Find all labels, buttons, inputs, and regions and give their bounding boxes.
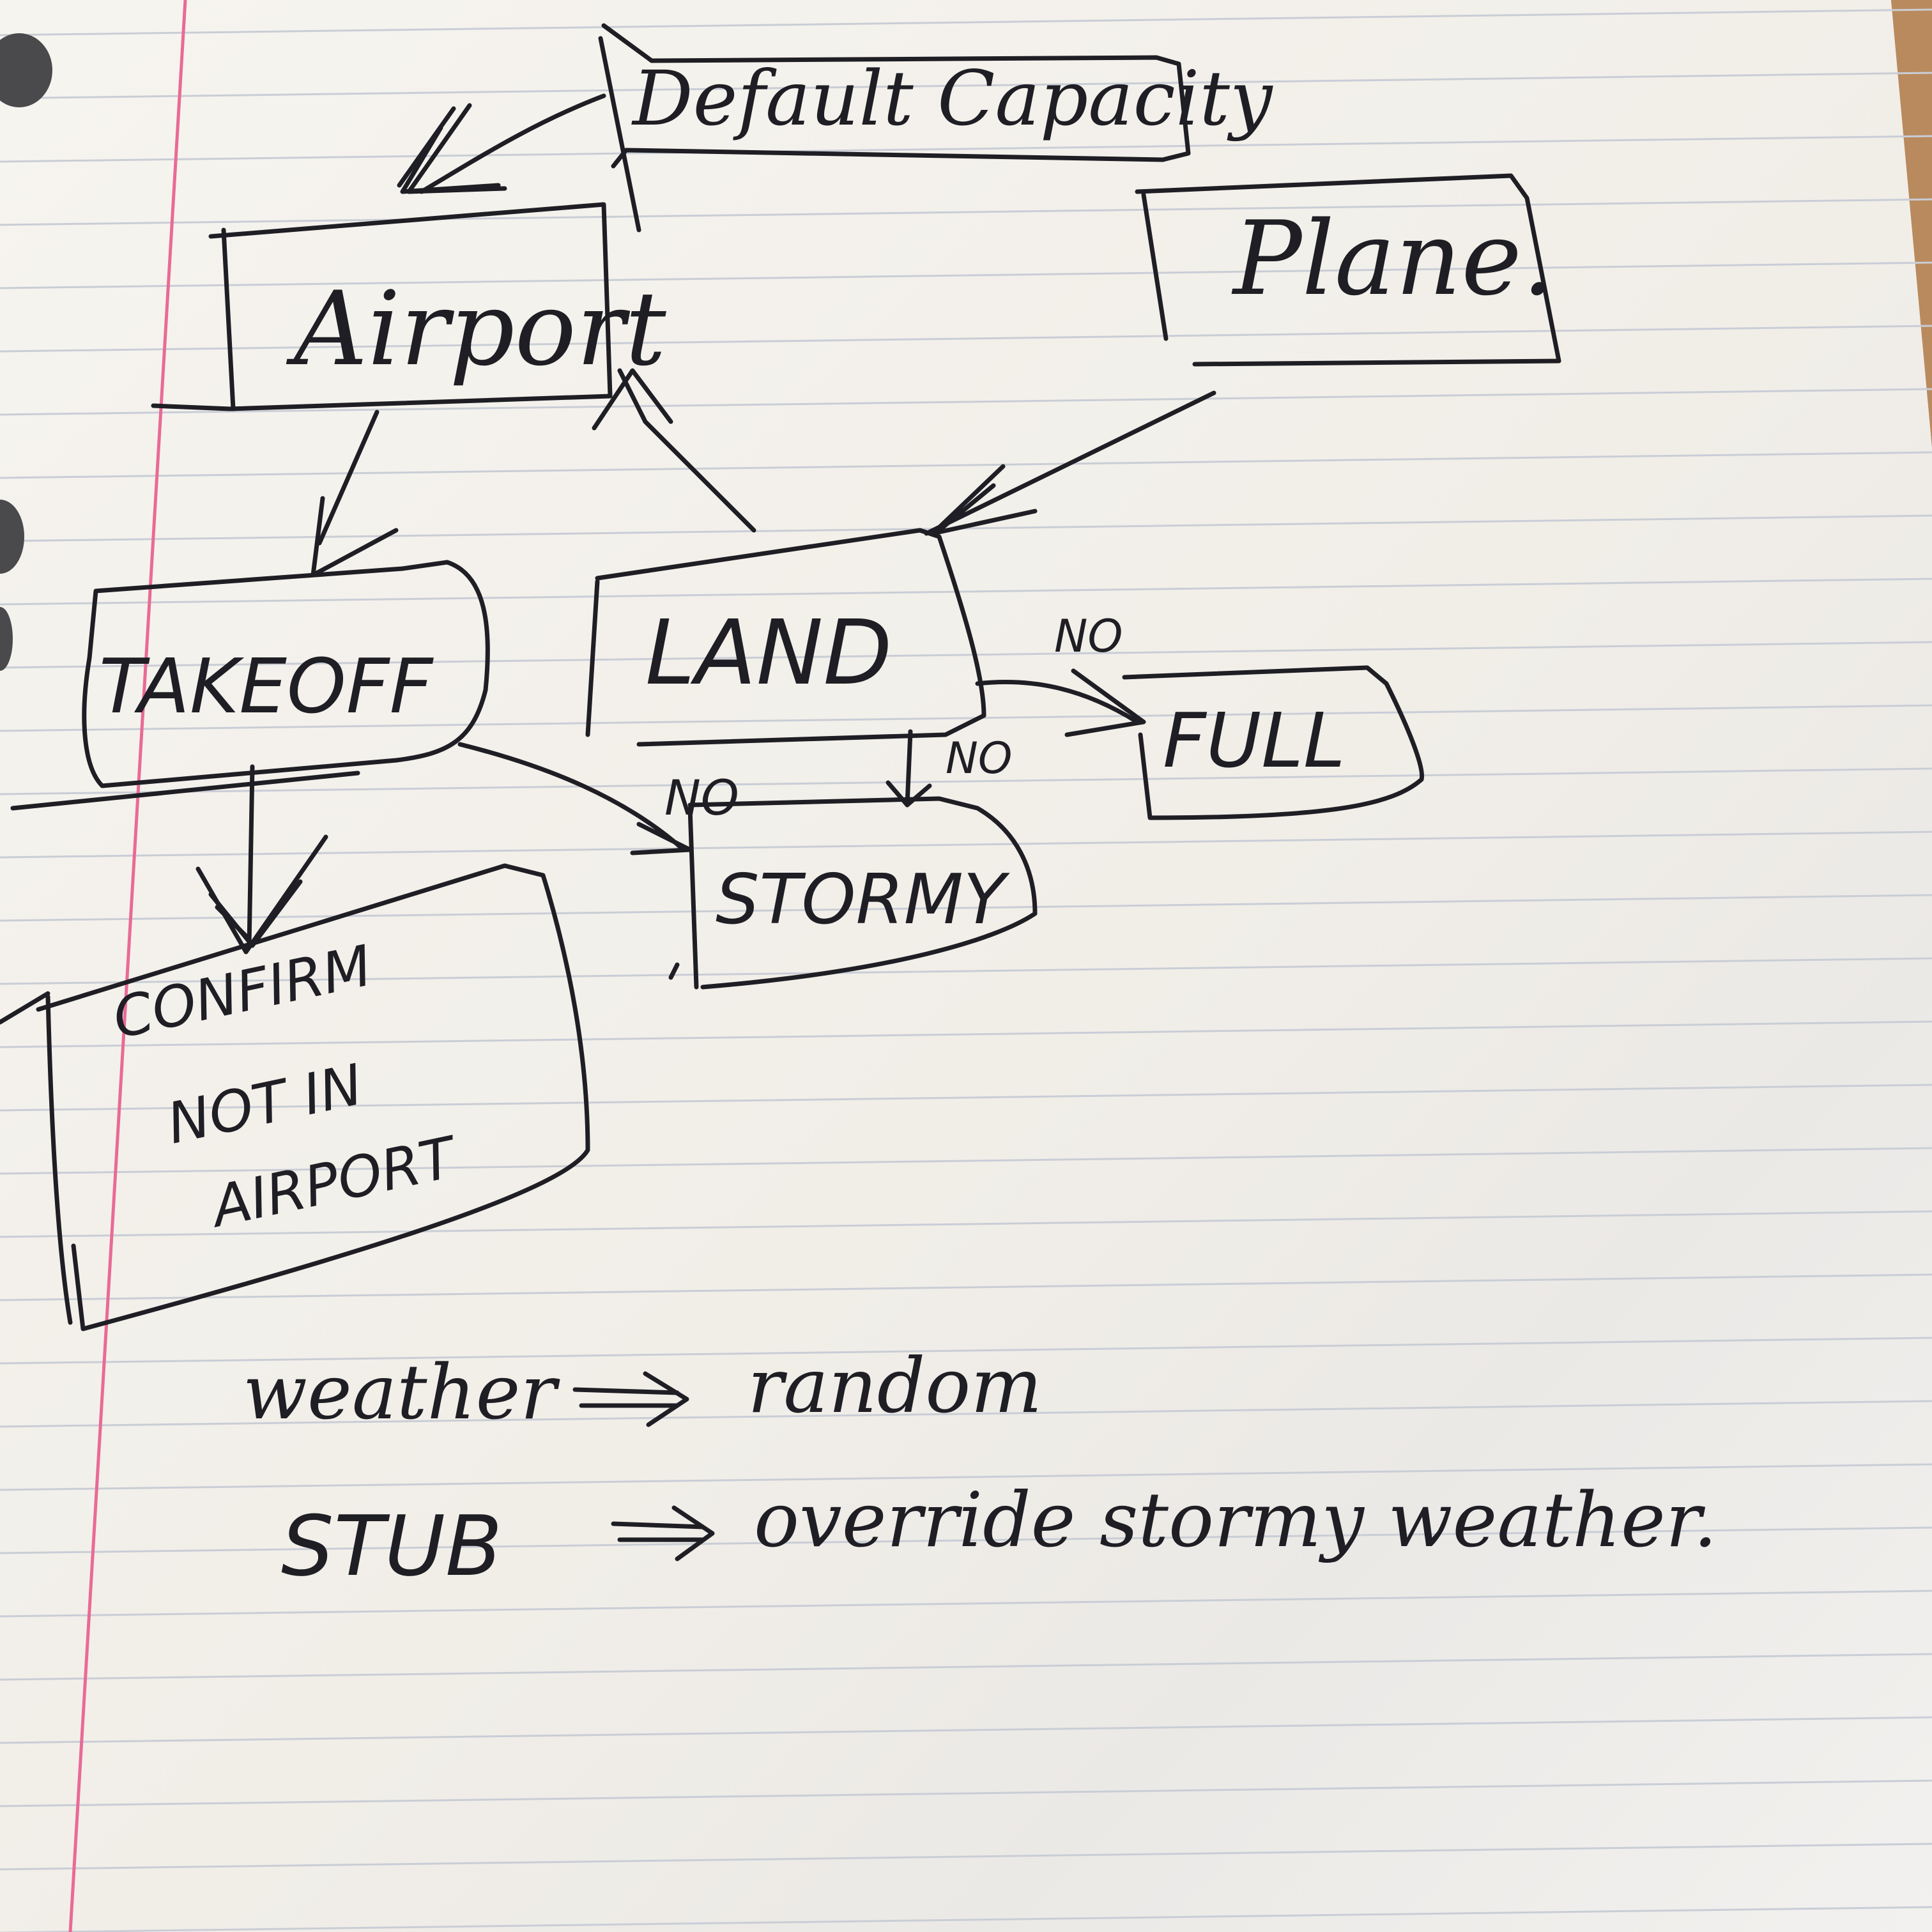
ruled-line [0,1526,1932,1554]
ruled-line [0,198,1932,226]
plane-node: Plane. [1135,173,1561,367]
ruled-line [0,8,1932,36]
ruled-line [0,72,1932,100]
ruled-line [0,1463,1932,1491]
table-edge [1891,0,1932,447]
ruled-line [0,1020,1932,1048]
ruled-line [0,1273,1932,1301]
full-node: FULL [1122,665,1425,820]
ruled-line [0,641,1932,669]
takeoff-to-stormy-arrow: NO [457,742,739,855]
binder-hole [0,607,13,671]
ruled-line [0,1906,1932,1932]
land-label: LAND [645,601,892,705]
land-node: LAND [585,528,986,747]
note-weather: weather [243,1348,560,1436]
takeoff-stormy-label: NO [664,769,739,826]
ruled-line [0,1653,1932,1681]
ruled-line [0,831,1932,859]
stormy-node: STORMY [668,796,1038,990]
airport-land-arrow [592,368,756,533]
ruled-line [0,1337,1932,1365]
land-to-full-arrow: NO [975,610,1146,737]
land-full-label: NO [1054,610,1123,663]
notes-line1: weather random [243,1342,1042,1436]
land-stormy-label: NO [946,733,1012,784]
binder-hole [0,33,52,107]
ruled-line [0,1779,1932,1807]
arrow-symbol [611,1521,705,1529]
ruled-line [0,135,1932,163]
note-override: override stormy weather. [754,1476,1717,1564]
arrow-symbol [572,1387,680,1395]
ruled-line [0,957,1932,985]
ruled-line [0,767,1932,795]
airport-label: Airport [286,269,666,388]
binder-hole [0,500,24,574]
ruled-line [0,261,1932,289]
stormy-label: STORMY [716,860,1010,940]
airport-node: Airport [151,202,666,411]
plane-label: Plane. [1231,199,1554,318]
takeoff-node: TAKEOFF [10,560,490,811]
capacity-to-airport-arrow [397,93,606,194]
takeoff-label: TAKEOFF [99,642,434,730]
land-to-stormy-arrow: NO [885,729,1012,808]
ruled-line [0,325,1932,353]
ruled-line [0,894,1932,922]
default-capacity-label: Default Capacity [631,54,1273,142]
ruled-line [0,1590,1932,1618]
margin-line [68,0,187,1932]
notes-line2: STUB override stormy weather. [281,1476,1717,1595]
ruled-line [0,451,1932,479]
ruled-line [0,578,1932,606]
ruled-line [0,1400,1932,1428]
ruled-line [0,1210,1932,1238]
ruled-line [0,704,1932,732]
ruled-line [0,1147,1932,1175]
ruled-line [0,1084,1932,1112]
ruled-line [0,388,1932,416]
full-label: FULL [1163,696,1346,785]
note-random: random [747,1342,1042,1430]
note-stub: STUB [281,1498,502,1595]
ruled-line [0,1716,1932,1744]
default-capacity-node: Default Capacity [598,23,1273,233]
ruled-line [0,1843,1932,1871]
